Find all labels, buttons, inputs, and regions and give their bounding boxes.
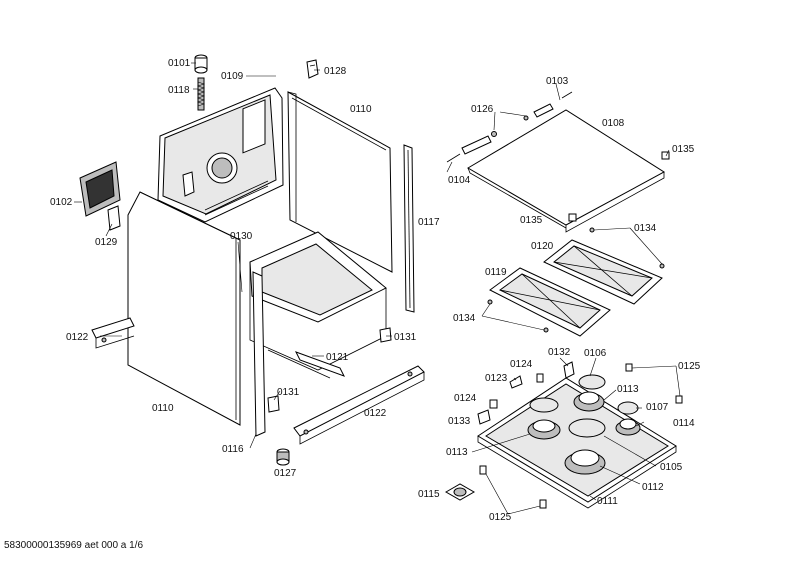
gasket-0115 [444,483,476,501]
label-0124-top: 0124 [510,359,533,370]
cap-0135-left [568,213,577,222]
side-panel-left [127,191,241,426]
knob-0124-left [489,399,498,409]
inner-strip-0116 [252,271,266,437]
label-0107: 0107 [646,402,669,413]
screw-0104 [446,153,461,163]
label-0122-bottom: 0122 [364,408,387,419]
knob-0124-top [536,373,544,383]
burner-large-front [564,418,606,475]
label-0134-left: 0134 [453,313,476,324]
label-0118: 0118 [168,85,190,96]
burner-rear [573,374,606,412]
label-0126: 0126 [471,104,494,115]
rail-0121 [294,351,346,377]
foot-0131-left [267,395,280,413]
pan-support-0120 [543,239,663,305]
label-0104: 0104 [448,175,471,186]
label-0127: 0127 [274,468,297,479]
lid-hinge-0103 [533,91,573,118]
label-0134-top: 0134 [634,223,657,234]
leader-lines [74,62,681,515]
label-0135-right: 0135 [672,144,695,155]
pan-support-0119 [489,267,611,337]
label-0110-bottom: 0110 [152,403,174,414]
knob-0123 [509,375,523,389]
label-0132: 0132 [548,347,571,358]
burner-small-right [615,401,641,436]
label-0129: 0129 [95,237,118,248]
foot-0131-right [379,327,392,343]
cap-0135-right [661,151,670,160]
label-0122-left: 0122 [66,332,89,343]
control-module [79,161,121,217]
label-0124-left: 0124 [454,393,477,404]
label-0111: 0111 [597,496,618,507]
label-0133: 0133 [448,416,471,427]
label-0108: 0108 [602,118,625,129]
burner-left [527,397,561,440]
lid-hinge-0126 [461,115,529,155]
label-0120: 0120 [531,241,554,252]
label-0106: 0106 [584,348,607,359]
label-0121: 0121 [326,352,349,363]
clip-0125-bottom [479,465,547,509]
label-0112: 0112 [642,482,664,493]
hinge-cylinder [194,54,208,74]
label-0123: 0123 [485,373,508,384]
bracket-0129 [107,205,121,231]
label-0115: 0115 [418,489,440,500]
spring [197,77,205,111]
label-0130: 0130 [230,231,253,242]
label-0135-left: 0135 [520,215,543,226]
document-footer-id: 58300000135969 aet 000 a 1/6 [4,540,144,551]
clip-0128 [306,59,319,79]
base-rail-left [91,317,135,349]
label-0113-right: 0113 [617,384,639,395]
label-0117: 0117 [418,217,440,228]
clip-0125-right [625,363,683,404]
label-0110-top: 0110 [350,104,372,115]
label-0128: 0128 [324,66,347,77]
back-panel [157,87,284,223]
knob-0132 [563,361,575,379]
label-0119: 0119 [485,267,507,278]
base-rail-bottom [293,365,425,445]
label-0103: 0103 [546,76,569,87]
label-0101: 0101 [168,58,191,69]
label-0102: 0102 [50,197,73,208]
knob-0133 [477,409,491,425]
label-0109: 0109 [221,71,244,82]
hob-plate [477,377,677,509]
label-0125-right: 0125 [678,361,701,372]
label-0131-left: 0131 [277,387,300,398]
label-0105: 0105 [660,462,683,473]
label-0113-left: 0113 [446,447,468,458]
side-panel-right [287,91,393,273]
front-frame-strip [403,144,415,313]
oven-floor-tray [249,231,387,379]
label-0114: 0114 [673,418,695,429]
label-0116: 0116 [222,444,244,455]
glass-lid [467,109,665,233]
label-0125-bottom: 0125 [489,512,512,523]
foot-0127 [276,448,290,466]
label-0131-right: 0131 [394,332,417,343]
